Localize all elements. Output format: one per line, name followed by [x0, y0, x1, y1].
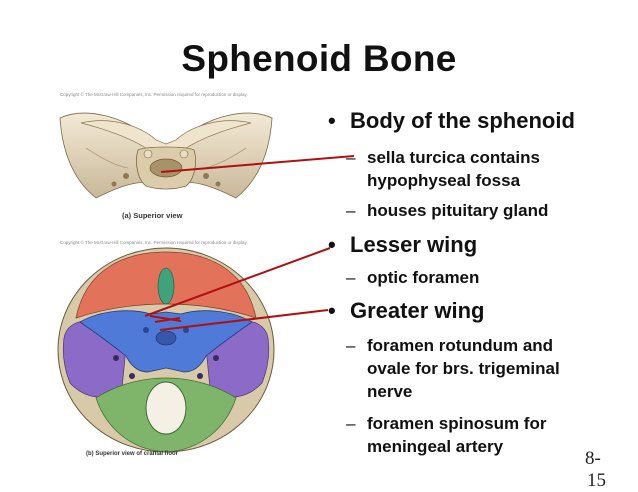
- bullet-body-of-sphenoid: •Body of the sphenoid: [328, 108, 575, 133]
- cranial-floor-illustration: [57, 247, 275, 453]
- bullet-dot: •: [328, 298, 336, 323]
- leader-line-lesser-wing: [144, 247, 331, 317]
- bullet-dot: •: [328, 108, 336, 133]
- sphenoid-superior-view-figure: Copyright © The McGraw-Hill Companies, I…: [56, 88, 276, 233]
- sub-bullet-pituitary: – houses pituitary gland: [346, 201, 549, 220]
- sub-bullet-foramen-spinosum: – foramen spinosum for meningeal artery: [346, 414, 547, 456]
- slide: Sphenoid Bone: [56, 38, 606, 491]
- slide-number: 8-: [585, 448, 601, 469]
- slide-title: Sphenoid Bone: [181, 38, 457, 79]
- bullet-lesser-wing: •Lesser wing: [328, 232, 478, 257]
- copyright-notice: Copyright © The McGraw-Hill Companies, I…: [60, 92, 248, 97]
- figure-caption: (a) Superior view: [122, 211, 183, 220]
- sub-bullet-foramen-rotundum: – foramen rotundum and ovale for brs. tr…: [346, 336, 560, 401]
- bullet-greater-wing: •Greater wing: [328, 298, 485, 323]
- leader-line-greater-wing-2: [154, 317, 181, 323]
- slide-number-continued: 15: [587, 470, 606, 491]
- bullet-dot: •: [328, 232, 336, 257]
- cranial-floor-figure: Copyright © The McGraw-Hill Companies, I…: [56, 238, 276, 463]
- sphenoid-bone-illustration: [59, 112, 273, 199]
- copyright-notice: Copyright © The McGraw-Hill Companies, I…: [60, 240, 248, 245]
- sub-bullet-sella-turcica: – sella turcica contains hypophyseal fos…: [346, 148, 540, 190]
- leader-line-greater-wing-3: [149, 315, 182, 322]
- leader-lines: [144, 155, 355, 331]
- sub-bullet-optic-foramen: – optic foramen: [346, 268, 480, 287]
- leader-line-greater-wing-1: [159, 309, 329, 331]
- leader-line-body: [160, 155, 355, 173]
- figure-caption: (b) Superior view of cranial floor: [86, 451, 179, 457]
